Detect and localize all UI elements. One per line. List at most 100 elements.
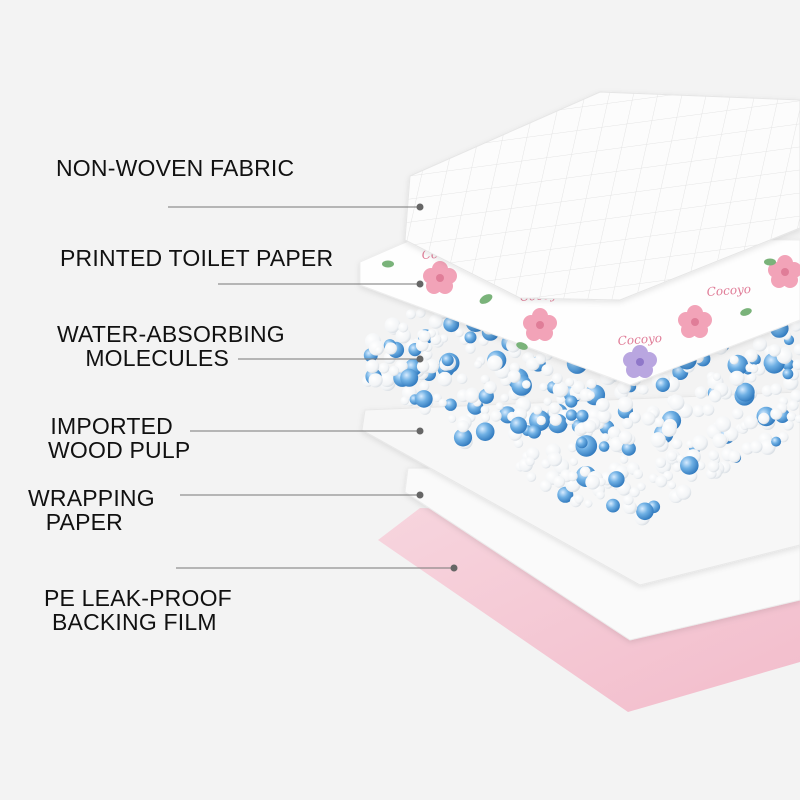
white-bead: [662, 422, 677, 437]
white-bead: [620, 455, 629, 464]
white-bead: [596, 398, 610, 412]
white-bead: [487, 355, 503, 371]
white-bead: [379, 363, 390, 374]
label-water-absorbing-molecules: WATER-ABSORBING MOLECULES: [57, 322, 271, 370]
white-bead: [484, 381, 497, 394]
white-bead: [500, 394, 509, 403]
white-bead: [457, 420, 469, 432]
white-bead: [768, 344, 781, 357]
white-bead: [596, 491, 605, 500]
white-bead: [481, 406, 490, 415]
white-bead: [715, 416, 731, 432]
white-bead: [539, 383, 547, 391]
white-bead: [574, 494, 583, 503]
white-bead: [655, 475, 667, 487]
label-printed-toilet-paper: PRINTED TOILET PAPER: [60, 246, 333, 270]
white-bead: [565, 378, 574, 387]
white-bead: [744, 415, 758, 429]
white-bead: [728, 450, 740, 462]
white-bead: [793, 359, 800, 370]
blue-bead: [608, 471, 624, 487]
leaf-icon: [382, 261, 394, 268]
leader-dot: [417, 428, 424, 435]
white-bead: [676, 485, 691, 500]
blue-bead: [527, 425, 541, 439]
white-bead: [584, 500, 592, 508]
white-bead: [465, 388, 480, 403]
blue-bead: [465, 331, 477, 343]
white-bead: [650, 432, 665, 447]
white-bead: [525, 457, 534, 466]
white-bead: [730, 355, 739, 364]
blue-bead: [680, 456, 699, 475]
blue-bead: [442, 354, 454, 366]
white-bead: [535, 354, 546, 365]
white-bead: [672, 438, 683, 449]
label-imported-wood-pulp: IMPORTED WOOD PULP: [48, 414, 184, 462]
leader-dot: [417, 204, 424, 211]
white-bead: [642, 412, 656, 426]
blue-bead: [476, 422, 495, 441]
white-bead: [533, 405, 543, 415]
white-bead: [695, 386, 707, 398]
label-wrapping-paper: WRAPPING PAPER: [28, 486, 148, 534]
white-bead: [770, 408, 782, 420]
white-bead: [758, 413, 769, 424]
white-bead: [438, 372, 453, 387]
white-bead: [753, 337, 767, 351]
white-bead: [481, 413, 490, 422]
leader-dot: [451, 565, 458, 572]
white-bead: [385, 342, 397, 354]
white-bead: [622, 418, 633, 429]
white-bead: [587, 391, 595, 399]
blue-bead: [510, 417, 527, 434]
white-bead: [375, 346, 383, 354]
white-bead: [490, 410, 501, 421]
white-bead: [398, 323, 408, 333]
white-bead: [540, 480, 552, 492]
white-bead: [568, 471, 578, 481]
label-non-woven-fabric: NON-WOVEN FABRIC: [56, 156, 294, 180]
white-bead: [586, 379, 596, 389]
white-bead: [794, 344, 800, 355]
white-bead: [526, 472, 536, 482]
white-bead: [692, 435, 708, 451]
white-bead: [703, 404, 715, 416]
white-bead: [708, 450, 719, 461]
white-bead: [537, 416, 546, 425]
white-bead: [713, 373, 721, 381]
white-bead: [548, 452, 562, 466]
blue-bead: [576, 437, 587, 448]
white-bead: [496, 402, 504, 410]
blue-bead: [656, 378, 670, 392]
blue-bead: [783, 369, 794, 380]
white-bead: [729, 371, 744, 386]
white-bead: [570, 458, 578, 466]
white-bead: [669, 395, 685, 411]
leader-dot: [417, 492, 424, 499]
white-bead: [633, 469, 643, 479]
white-bead: [429, 315, 443, 329]
white-bead: [406, 309, 416, 319]
white-bead: [619, 431, 633, 445]
white-bead: [552, 373, 563, 384]
white-bead: [667, 451, 677, 461]
white-bead: [457, 374, 468, 385]
white-bead: [639, 385, 649, 395]
white-bead: [389, 366, 399, 376]
white-bead: [400, 396, 409, 405]
white-bead: [668, 481, 676, 489]
leaf-icon: [764, 259, 776, 266]
blue-bead: [415, 390, 433, 408]
white-bead: [568, 443, 577, 452]
blue-bead: [606, 499, 620, 513]
blue-bead: [771, 437, 781, 447]
white-bead: [419, 381, 429, 391]
white-bead: [419, 330, 431, 342]
blue-bead: [599, 441, 610, 452]
white-bead: [448, 415, 456, 423]
white-bead: [655, 457, 666, 468]
white-bead: [416, 308, 425, 317]
blue-bead: [566, 409, 577, 420]
